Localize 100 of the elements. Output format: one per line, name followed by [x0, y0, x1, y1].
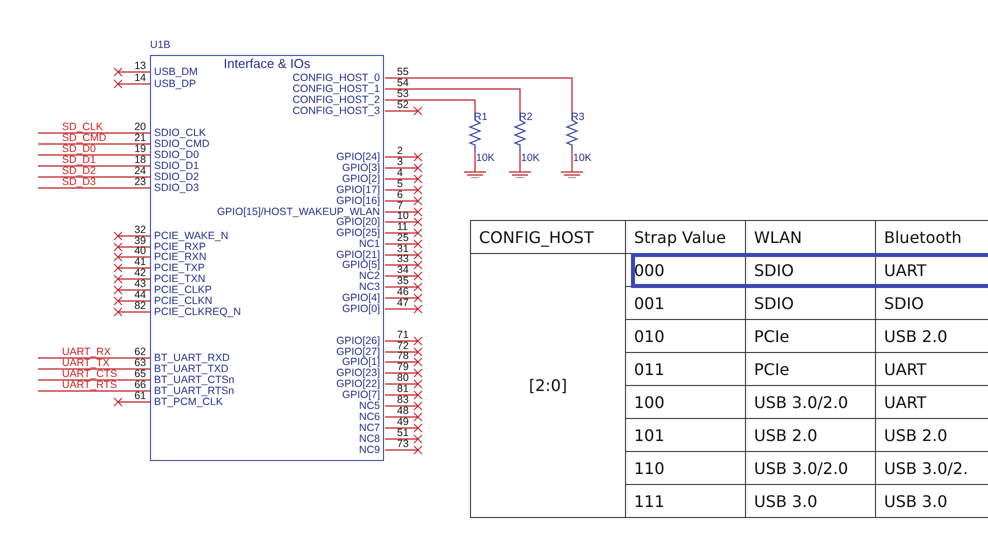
pin-name: GPIO[27] — [336, 347, 380, 358]
pin-number: 33 — [397, 254, 409, 265]
resistor-value: 10K — [521, 153, 540, 164]
column-header: WLAN — [746, 220, 876, 254]
pin-number: 49 — [397, 417, 409, 428]
pin-name: BT_UART_CTSn — [154, 375, 234, 386]
pin-name: GPIO[22] — [336, 379, 380, 390]
pin-name: GPIO[15]/HOST_WAKEUP_WLAN — [217, 207, 380, 218]
pin-number: 23 — [134, 177, 146, 188]
pin-number: 48 — [397, 406, 409, 417]
pin-number: 63 — [134, 358, 146, 369]
net-label: UART_CTS — [62, 369, 118, 380]
pin-name: GPIO[21] — [336, 250, 380, 261]
pin-number: 52 — [397, 100, 409, 111]
pin-number: 2 — [397, 146, 403, 157]
pin-name: PCIE_CLKP — [154, 285, 212, 296]
table-cell: 100 — [626, 386, 746, 418]
pin-name: GPIO[25] — [336, 228, 380, 239]
resistor-value: 10K — [476, 153, 495, 164]
pin-name: CONFIG_HOST_0 — [292, 73, 380, 84]
table-cell: 011 — [626, 352, 746, 386]
table-cell: USB 3.0/2.0 — [746, 386, 876, 418]
chip-title: Interface & IOs — [224, 57, 310, 71]
pin-number: 20 — [134, 122, 146, 133]
pin-name: NC8 — [358, 434, 380, 445]
pin-number: 4 — [397, 168, 403, 179]
net-label: UART_TX — [62, 358, 110, 369]
pin-name: NC5 — [358, 401, 380, 412]
pin-number: 54 — [397, 78, 409, 89]
pin-name: NC2 — [358, 271, 380, 282]
pin-name: GPIO[26] — [336, 336, 380, 347]
table-cell: SDIO — [746, 286, 876, 320]
wire — [385, 99, 476, 112]
pin-name: GPIO[17] — [336, 185, 380, 196]
pin-name: GPIO[4] — [342, 293, 380, 304]
pin-name: BT_UART_RXD — [154, 353, 230, 364]
pin-number: 79 — [397, 362, 409, 373]
pin-name: PCIE_CLKN — [154, 296, 212, 307]
pin-name: USB_DP — [154, 79, 196, 90]
table-cell: PCIe — [746, 320, 876, 352]
pin-number: 51 — [397, 428, 409, 439]
pin-number: 41 — [134, 257, 146, 268]
table-cell: USB 3.0/2.0 — [746, 452, 876, 484]
pin-name: BT_UART_TXD — [154, 364, 228, 375]
pin-number: 14 — [134, 73, 146, 84]
pin-number: 3 — [397, 157, 403, 168]
pin-number: 7 — [397, 201, 403, 212]
pin-number: 65 — [134, 369, 146, 380]
pin-number: 24 — [134, 166, 146, 177]
pin-name: SDIO_CMD — [154, 139, 210, 150]
table-cell: USB 2.0 — [746, 418, 876, 452]
pin-number: 80 — [397, 373, 409, 384]
table-cell: PCIe — [746, 352, 876, 386]
pin-name: SDIO_D3 — [154, 183, 199, 194]
pin-name: BT_PCM_CLK — [154, 397, 223, 408]
pin-name: GPIO[3] — [342, 163, 380, 174]
pin-name: GPIO[16] — [336, 196, 380, 207]
pin-number: 40 — [134, 246, 146, 257]
table-cell: 110 — [626, 452, 746, 484]
pin-number: 13 — [134, 61, 146, 72]
pin-number: 61 — [134, 391, 146, 402]
pin-number: 81 — [397, 384, 409, 395]
pin-number: 18 — [134, 155, 146, 166]
pin-number: 66 — [134, 380, 146, 391]
table-cell: USB 3.0 — [746, 484, 876, 518]
pin-number: 83 — [397, 395, 409, 406]
pin-number: 25 — [397, 233, 409, 244]
pin-name: GPIO[1] — [342, 357, 380, 368]
pin-number: 39 — [134, 236, 146, 247]
reference-designator: U1B — [150, 40, 170, 51]
net-label: SD_D2 — [62, 166, 96, 177]
pin-name: CONFIG_HOST_1 — [292, 84, 380, 95]
pin-number: 44 — [134, 290, 146, 301]
pin-number: 82 — [134, 301, 146, 312]
pin-name: PCIE_RXP — [154, 242, 206, 253]
pin-name: NC3 — [358, 282, 380, 293]
table-cell: 111 — [626, 484, 746, 518]
pin-name: CONFIG_HOST_3 — [292, 106, 380, 117]
table-cell: 001 — [626, 286, 746, 320]
pin-name: GPIO[5] — [342, 260, 380, 271]
pin-number: 10 — [397, 211, 409, 222]
pin-name: USB_DM — [154, 67, 198, 78]
pin-number: 55 — [397, 67, 409, 78]
pin-name: GPIO[7] — [342, 390, 380, 401]
pin-number: 42 — [134, 268, 146, 279]
resistor-value: 10K — [573, 153, 592, 164]
pin-number: 62 — [134, 347, 146, 358]
pin-number: 73 — [397, 439, 409, 450]
pin-name: SDIO_D0 — [154, 150, 199, 161]
pin-name: CONFIG_HOST_2 — [292, 95, 380, 106]
pin-number: 34 — [397, 265, 409, 276]
pin-name: SDIO_CLK — [154, 128, 206, 139]
pin-name: NC9 — [358, 445, 380, 456]
net-label: UART_RTS — [62, 380, 118, 391]
table-cell: [2:0] — [470, 254, 626, 518]
pin-number: 35 — [397, 276, 409, 287]
pin-number: 19 — [134, 144, 146, 155]
net-label: SD_CLK — [62, 122, 103, 133]
net-label: SD_D3 — [62, 177, 96, 188]
pin-number: 72 — [397, 341, 409, 352]
